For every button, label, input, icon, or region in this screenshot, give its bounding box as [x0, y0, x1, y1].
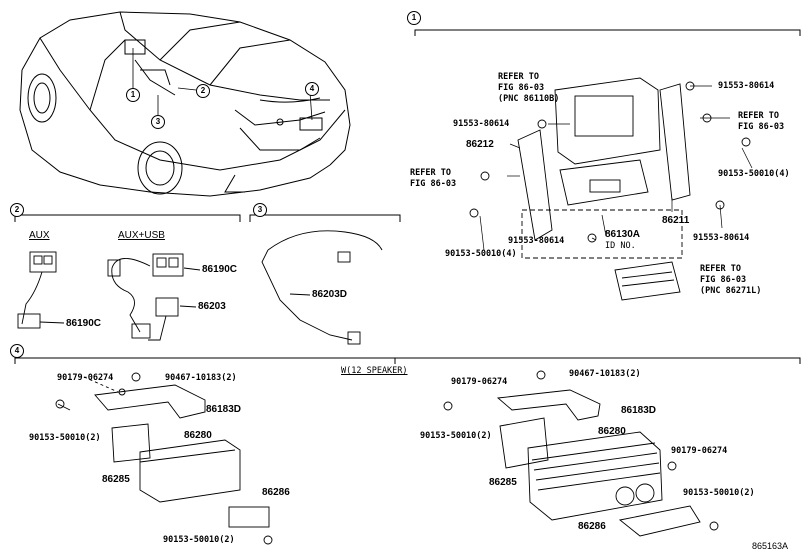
right-86286: 86286: [578, 521, 606, 532]
section-2-marker: 2: [10, 203, 24, 217]
refer-right-line1: REFER TO: [738, 111, 779, 121]
section2-drawing: [17, 251, 201, 341]
part-91553-tr: 91553-80614: [718, 81, 775, 91]
section-4-marker: 4: [10, 344, 24, 358]
refer-bottom-line1: REFER TO: [700, 264, 741, 274]
left-90467: 90467-10183(2): [165, 373, 237, 383]
speaker-note: W(12 SPEAKER): [341, 366, 408, 376]
section-3-marker: 3: [253, 203, 267, 217]
part-91553-b: 91553-80614: [508, 236, 565, 246]
refer-left: REFER TO FIG 86-03: [410, 168, 456, 190]
part-86203d: 86203D: [312, 289, 348, 300]
section3-drawing: [261, 230, 383, 345]
car-callout-4: 4: [305, 82, 319, 96]
refer-bottom: REFER TO FIG 86-03 (PNC 86271L): [700, 264, 761, 297]
part-91553-br: 91553-80614: [693, 233, 750, 243]
refer-top-line1: REFER TO: [498, 72, 539, 82]
right-90153-a: 90153-50010(2): [420, 431, 492, 441]
section-frames: [14, 29, 801, 364]
refer-bottom-line3: (PNC 86271L): [700, 286, 762, 296]
left-86183d: 86183D: [206, 404, 242, 415]
aux-usb-label: AUX+USB: [118, 230, 165, 241]
right-90153-b: 90153-50010(2): [683, 488, 755, 498]
refer-top-line2: FIG 86-03: [498, 83, 545, 93]
refer-top-line3: (PNC 86110B): [498, 94, 560, 104]
part-86190c-b: 86190C: [66, 318, 102, 329]
car-illustration: [19, 11, 351, 197]
part-86212: 86212: [466, 139, 494, 150]
right-86285: 86285: [489, 477, 517, 488]
refer-right: REFER TO FIG 86-03: [738, 111, 784, 133]
car-callout-2: 2: [196, 84, 210, 98]
refer-right-line2: FIG 86-03: [738, 122, 785, 132]
section4-right-drawing: [443, 370, 719, 537]
refer-top: REFER TO FIG 86-03 (PNC 86110B): [498, 72, 559, 105]
left-90179: 90179-06274: [57, 373, 114, 383]
left-90153-a: 90153-50010(2): [29, 433, 101, 443]
right-90179-b: 90179-06274: [671, 446, 728, 456]
id-no: ID NO.: [605, 241, 636, 251]
part-90153-l: 90153-50010(4): [445, 249, 517, 259]
part-90153-r: 90153-50010(4): [718, 169, 790, 179]
part-86211: 86211: [662, 215, 690, 226]
car-callout-1: 1: [126, 88, 140, 102]
right-86183d: 86183D: [621, 405, 657, 416]
refer-left-line2: FIG 86-03: [410, 179, 457, 189]
section1-drawing: [469, 77, 753, 301]
right-86280: 86280: [598, 426, 626, 437]
part-86190c-a: 86190C: [202, 264, 238, 275]
car-callout-3: 3: [151, 115, 165, 129]
refer-bottom-line2: FIG 86-03: [700, 275, 747, 285]
part-91553-l: 91553-80614: [453, 119, 510, 129]
left-90153-b: 90153-50010(2): [163, 535, 235, 545]
refer-left-line1: REFER TO: [410, 168, 451, 178]
left-86280: 86280: [184, 430, 212, 441]
right-90467: 90467-10183(2): [569, 369, 641, 379]
car-callout-leaders: [132, 48, 313, 121]
left-86286: 86286: [262, 487, 290, 498]
section4-left-drawing: [55, 372, 273, 545]
right-90179-a: 90179-06274: [451, 377, 508, 387]
part-86130a: 86130A: [605, 229, 641, 240]
aux-label: AUX: [29, 230, 50, 241]
diagram-id: 865163A: [752, 541, 789, 551]
part-86203: 86203: [198, 301, 226, 312]
section-1-marker: 1: [407, 11, 421, 25]
left-86285: 86285: [102, 474, 130, 485]
